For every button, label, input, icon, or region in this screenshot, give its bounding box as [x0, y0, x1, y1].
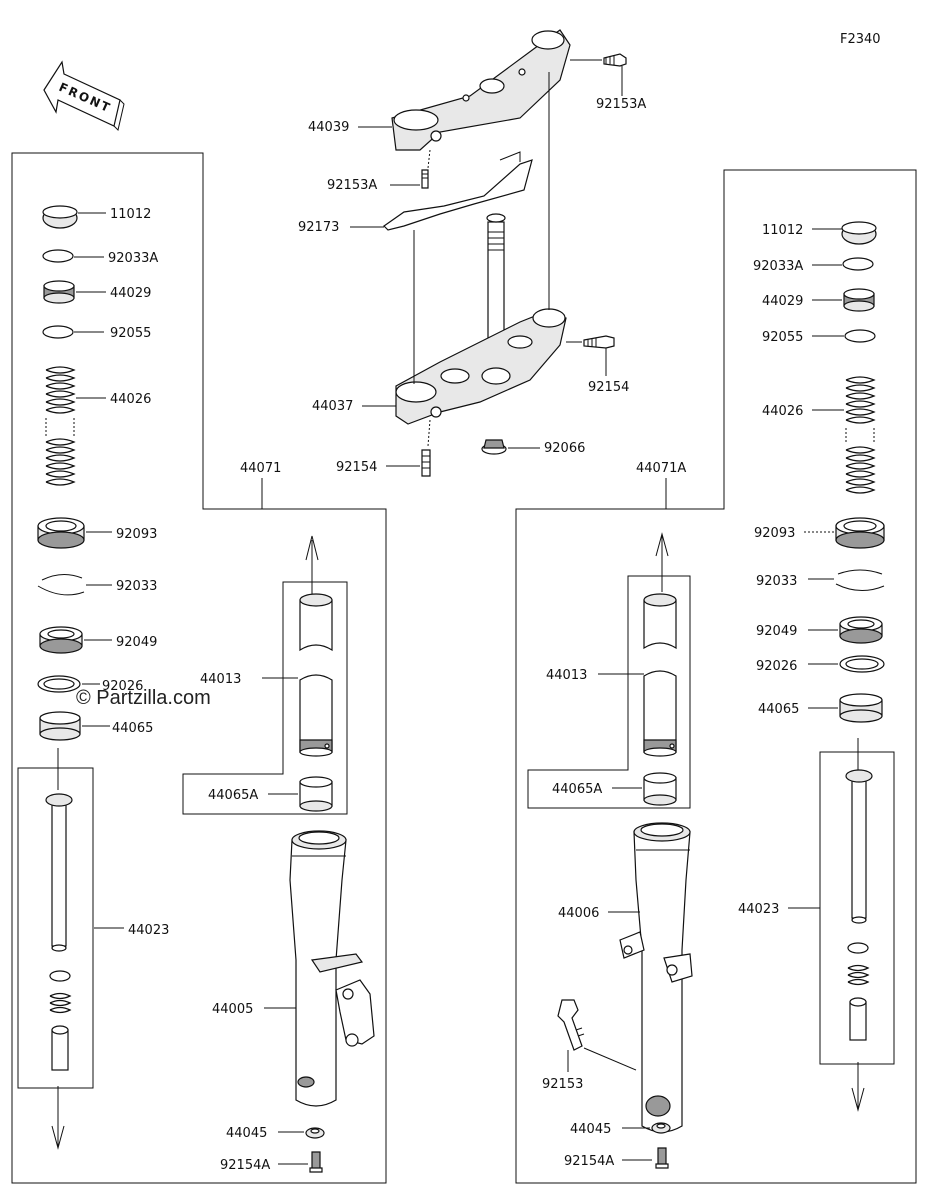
left-inner-tube-frame: [182, 581, 348, 815]
right-gasket-icon: [651, 1122, 671, 1134]
left-washer-icon: [37, 675, 81, 693]
bolt-top-right-icon: [603, 53, 627, 67]
right-inner-tube: [643, 593, 677, 757]
label-right-bolt-bottom: 92154A: [564, 1154, 614, 1169]
left-inner-tube: [299, 593, 333, 757]
label-right-oilseal: 92049: [756, 624, 797, 639]
label-right-plug: 44029: [762, 294, 803, 309]
label-left-washer: 92026: [102, 679, 143, 694]
bolt-top-left-icon: [421, 130, 442, 189]
left-oring-icon: [42, 325, 74, 339]
right-bolt-bottom-icon: [655, 1147, 669, 1169]
right-bushing-icon: [839, 693, 883, 723]
label-left-seal: 92093: [116, 527, 157, 542]
label-right-spring: 44026: [762, 404, 803, 419]
label-left-bolt-bottom: 92154A: [220, 1158, 270, 1173]
label-bolt-stem-right: 92154: [588, 380, 629, 395]
plate: [383, 151, 533, 231]
right-plug-icon: [843, 288, 875, 312]
stem-nut-icon: [481, 439, 507, 455]
right-outer-tube: [619, 822, 693, 1133]
right-clip-icon: [835, 569, 885, 591]
right-oring-a-icon: [842, 257, 874, 271]
label-right-bushing-a: 44065A: [552, 782, 602, 797]
label-bolt-top-right: 92153A: [596, 97, 646, 112]
top-clamp: [391, 29, 571, 151]
label-top-clamp: 44039: [308, 120, 349, 135]
front-arrow-icon: FRONT: [43, 60, 125, 131]
left-damper-frame: [17, 767, 94, 1089]
bolt-stem-left-icon: [421, 449, 431, 477]
right-oilseal-icon: [839, 616, 883, 644]
label-left-spring: 44026: [110, 392, 151, 407]
left-cap-icon: [42, 205, 78, 229]
watermark: © Partzilla.com: [76, 687, 211, 709]
label-left-oilseal: 92049: [116, 635, 157, 650]
bolt-stem-right-icon: [583, 335, 615, 349]
label-left-cap: 11012: [110, 207, 151, 222]
label-stem-clamp: 44037: [312, 399, 353, 414]
left-bolt-bottom-icon: [309, 1151, 323, 1173]
left-bushing-a-icon: [299, 776, 333, 812]
label-bolt-stem-left: 92154: [336, 460, 377, 475]
right-seal-icon: [835, 517, 885, 549]
label-plate: 92173: [298, 220, 339, 235]
right-spring-icon: [845, 376, 876, 494]
left-clip-icon: [37, 574, 85, 596]
left-plug-icon: [43, 280, 75, 304]
left-oring-a-icon: [42, 249, 74, 263]
label-bolt-top-left: 92153A: [327, 178, 377, 193]
right-assembly-label: 44071A: [636, 461, 686, 476]
label-left-clip: 92033: [116, 579, 157, 594]
label-right-oring-a: 92033A: [753, 259, 803, 274]
right-bushing-a-icon: [643, 772, 677, 806]
right-bolt-icon: [557, 999, 585, 1051]
label-left-plug: 44029: [110, 286, 151, 301]
right-cap-icon: [841, 221, 877, 245]
right-inner-tube-frame: [527, 575, 691, 809]
label-right-bushing: 44065: [758, 702, 799, 717]
left-damper-rod: [45, 793, 73, 1071]
right-damper-rod: [845, 769, 873, 1041]
label-left-oring-a: 92033A: [108, 251, 158, 266]
label-left-outer-tube: 44005: [212, 1002, 253, 1017]
label-right-oring: 92055: [762, 330, 803, 345]
left-bushing-icon: [39, 711, 81, 741]
right-oring-icon: [844, 329, 876, 343]
left-outer-tube: [289, 830, 375, 1107]
left-oilseal-icon: [39, 626, 83, 654]
label-left-oring: 92055: [110, 326, 151, 341]
stem-clamp: [395, 308, 567, 425]
label-right-clip: 92033: [756, 574, 797, 589]
left-seal-icon: [37, 517, 85, 549]
label-stem-nut: 92066: [544, 441, 585, 456]
label-right-washer: 92026: [756, 659, 797, 674]
label-right-cap: 11012: [762, 223, 803, 238]
label-right-inner-tube: 44013: [546, 668, 587, 683]
left-assembly-label: 44071: [240, 461, 281, 476]
label-left-damper: 44023: [128, 923, 169, 938]
label-right-gasket: 44045: [570, 1122, 611, 1137]
right-damper-frame: [819, 751, 895, 1065]
left-group-frame: [11, 152, 387, 1184]
figure-code: F2340: [840, 32, 881, 47]
left-gasket-icon: [305, 1127, 325, 1139]
left-spring-icon: [45, 366, 76, 486]
label-right-bolt: 92153: [542, 1077, 583, 1092]
right-group-frame: [515, 169, 917, 1184]
label-left-inner-tube: 44013: [200, 672, 241, 687]
label-left-bushing-a: 44065A: [208, 788, 258, 803]
label-left-bushing: 44065: [112, 721, 153, 736]
label-right-damper: 44023: [738, 902, 779, 917]
label-right-seal: 92093: [754, 526, 795, 541]
right-washer-icon: [839, 655, 885, 673]
label-left-gasket: 44045: [226, 1126, 267, 1141]
label-right-outer-tube: 44006: [558, 906, 599, 921]
